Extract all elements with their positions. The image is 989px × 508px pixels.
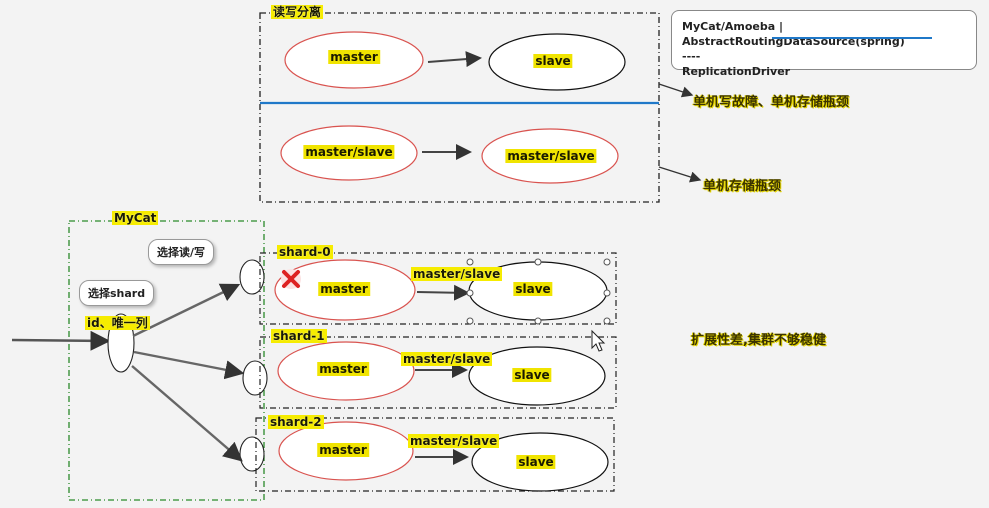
shard1-title: shard-1 <box>271 329 327 343</box>
note-scalability: 扩展性差,集群不够稳健 <box>691 333 826 348</box>
rw-master-label: master <box>328 50 380 64</box>
rw-split-group-box <box>259 12 660 203</box>
shard0-edge-label: master/slave <box>411 267 503 281</box>
rw-slave-label: slave <box>533 54 573 68</box>
mycat-group-box <box>68 220 265 501</box>
route-arrow-0 <box>132 283 241 338</box>
choose-rw-bubble: 选择读/写 <box>148 239 215 265</box>
shard2-edge-label: master/slave <box>408 434 500 448</box>
mouse-cursor-icon <box>591 329 606 352</box>
info-line-3: ReplicationDriver <box>682 65 791 78</box>
ms-left-label: master/slave <box>303 145 395 159</box>
shard0-slave-label: slave <box>513 282 553 296</box>
input-arrow <box>11 330 111 351</box>
shard2-title: shard-2 <box>268 415 324 429</box>
info-box: MyCat/Amoeba | AbstractRoutingDataSource… <box>671 10 977 78</box>
shard0-arrow <box>416 284 470 301</box>
info-line-1: MyCat/Amoeba | AbstractRoutingDataSource… <box>682 20 905 48</box>
shard0-selector-ellipse <box>239 259 265 295</box>
shard1-slave-label: slave <box>512 368 552 382</box>
ms-right-label: master/slave <box>505 149 597 163</box>
note-arrow-1 <box>658 83 694 98</box>
shard0-slave-selection-handles[interactable] <box>466 258 611 325</box>
shard1-selector-ellipse <box>242 360 268 396</box>
info-line-2: ---- <box>682 50 701 63</box>
route-arrow-1 <box>133 350 245 380</box>
mycat-title: MyCat <box>112 211 159 225</box>
shard0-box <box>259 252 617 325</box>
shard1-edge-label: master/slave <box>401 352 493 366</box>
shard2-master-label: master <box>317 443 369 457</box>
note-single-write: 单机写故障、单机存储瓶颈 <box>693 95 850 110</box>
route-arrow-2 <box>131 365 243 462</box>
rw-arrow <box>427 51 482 68</box>
shard0-master-label: master <box>318 282 370 296</box>
shard2-slave-label: slave <box>516 455 556 469</box>
shard2-box <box>255 417 615 492</box>
note-single-storage: 单机存储瓶颈 <box>703 179 782 194</box>
failure-x-icon <box>281 269 301 289</box>
rw-split-title: 读写分离 <box>271 5 324 19</box>
mycat-key-label: id、唯一列 <box>85 316 150 330</box>
info-highlight-underline <box>772 37 932 39</box>
shard1-master-label: master <box>317 362 369 376</box>
choose-shard-bubble: 选择shard <box>79 280 155 306</box>
note-arrow-2 <box>658 166 702 183</box>
shard0-title: shard-0 <box>277 245 333 259</box>
shard1-box <box>259 336 617 409</box>
shard2-selector-ellipse <box>239 436 265 472</box>
